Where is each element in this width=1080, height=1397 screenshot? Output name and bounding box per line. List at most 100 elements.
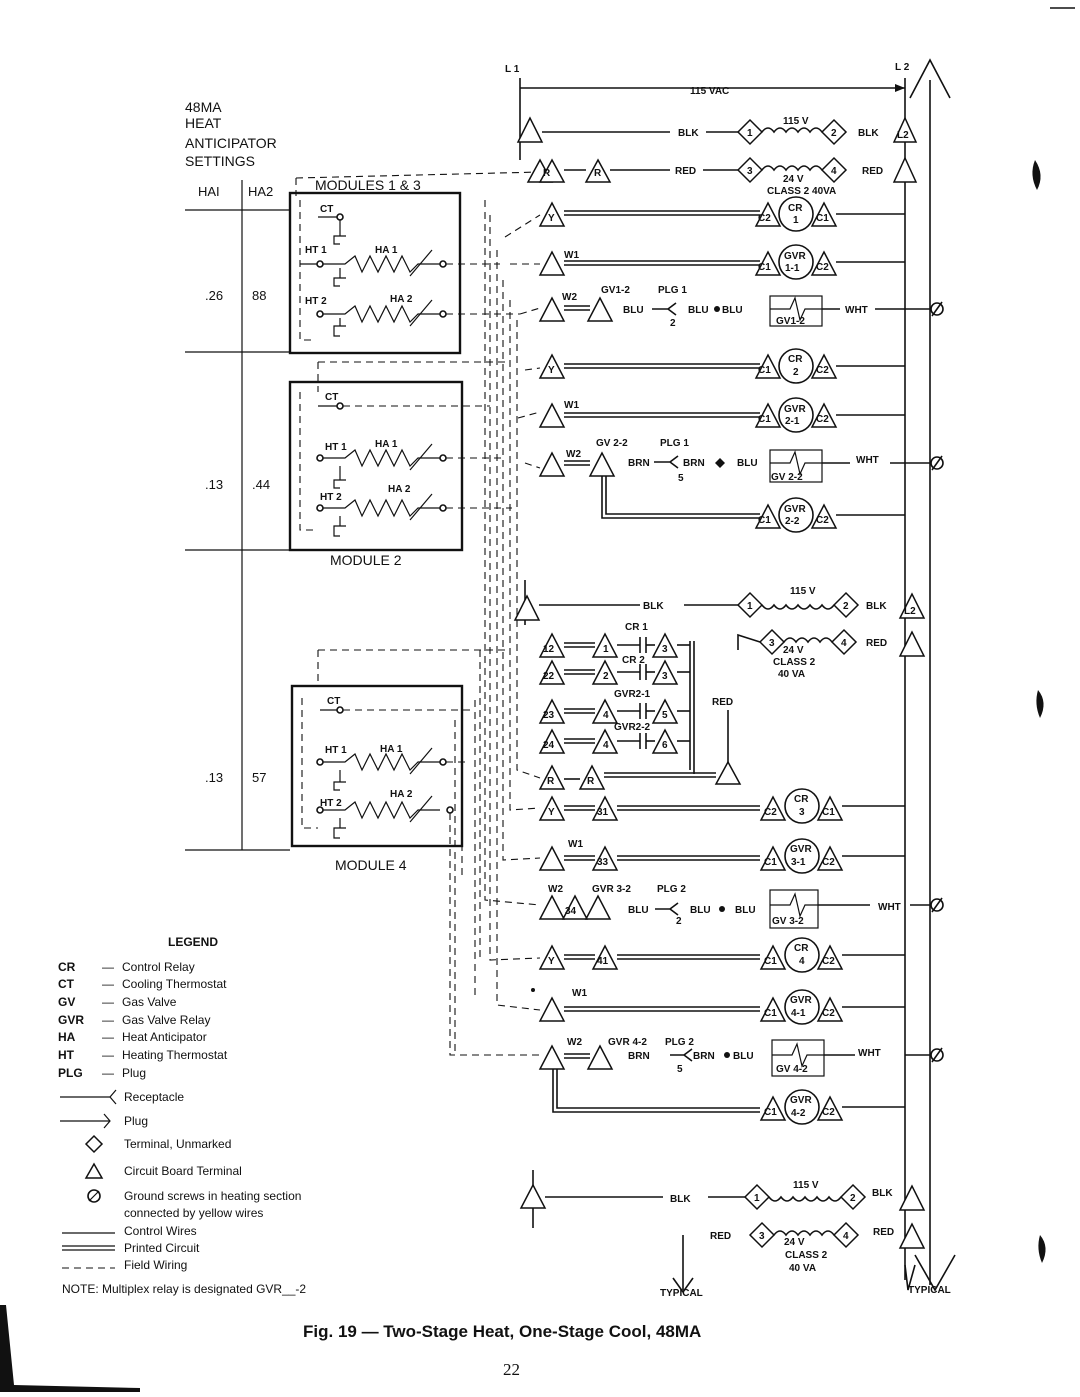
c2-terminal-5: C2 [816, 515, 829, 526]
legend-control-wires: Control Wires [124, 1224, 197, 1238]
t23-label: 23 [543, 710, 555, 721]
t33-label: 33 [597, 857, 609, 868]
ct-label-1: CT [320, 204, 333, 215]
brn-label-4: BRN [693, 1051, 715, 1062]
ha2-label-2: HA 2 [388, 484, 411, 495]
circuit-board-4: 12 1 CR 1 3 22 2 CR 2 3 23 4 GVR2-1 [538, 622, 716, 790]
blk-label-4: BLK [866, 601, 887, 612]
w2-label-3: W2 [548, 884, 563, 895]
t6-label-board: 6 [662, 740, 668, 751]
gv22-valve [769, 449, 823, 483]
module-1-3: MODULES 1 & 3 CT HT 1 HA 1 HT 2 HA 2 [288, 171, 541, 355]
t2-label-board: 2 [603, 671, 609, 682]
legend-field-wiring: Field Wiring [124, 1258, 187, 1272]
blu-label-1: BLU [623, 305, 644, 316]
blk-label-6: BLK [872, 1188, 893, 1199]
115v-label-2: 115 V [790, 586, 816, 597]
t3-label-3: 3 [759, 1231, 765, 1242]
legend-abbr-ct: CT [58, 977, 75, 991]
class-label-1: CLASS 2 40VA [767, 186, 836, 197]
ha-title-1: 48MA [185, 99, 222, 115]
gvr42-label: GVR 4-2 [608, 1037, 647, 1048]
blu-label-6: BLU [690, 905, 711, 916]
module-4: MODULE 4 CT HT 1 HA 1 HT 2 HA 2 [290, 649, 540, 1056]
gvr11-label-b: 1-1 [785, 263, 800, 274]
line-header: L 1 L 2 115 VAC [505, 58, 956, 1292]
c2-terminal-1: C2 [758, 213, 771, 224]
t3-label-2: 3 [769, 638, 775, 649]
c2-terminal-8: C2 [822, 956, 835, 967]
t4-label-2: 4 [841, 638, 847, 649]
row-gv42: W2 GVR 4-2 PLG 2 BRN 5 BRN BLU GV 4-2 WH… [538, 1037, 944, 1125]
blk-label-3: BLK [643, 601, 664, 612]
c1-terminal-7: C1 [764, 857, 777, 868]
ha-title-4: SETTINGS [185, 153, 255, 169]
t12-label: 12 [543, 644, 555, 655]
svg-text:—: — [102, 977, 114, 991]
ha-title-2: HEAT [185, 115, 222, 131]
wht-label-3: WHT [878, 902, 901, 913]
va-label-2: 40 VA [778, 669, 805, 680]
legend-abbr-ha: HA [58, 1030, 76, 1044]
c1-terminal-9: C1 [764, 1008, 777, 1019]
plg2-label-2: PLG 2 [665, 1037, 694, 1048]
t5-label-board: 5 [662, 710, 668, 721]
svg-text:—: — [102, 960, 114, 974]
legend-abbr-gv: GV [58, 995, 75, 1009]
c2-terminal-3: C2 [816, 365, 829, 376]
c1-terminal-10: C1 [764, 1107, 777, 1118]
c2-terminal-9: C2 [822, 1008, 835, 1019]
115v-label-3: 115 V [793, 1180, 819, 1191]
ha-row2-ha2: .44 [252, 477, 270, 492]
blk-label-5: BLK [670, 1194, 691, 1205]
blu-label-7: BLU [735, 905, 756, 916]
gvr22-label-a: GVR [784, 504, 806, 515]
row-gv12: W2 GV1-2 PLG 1 BLU 2 BLU BLU GV1-2 WHT [538, 285, 944, 329]
legend-desc-gv: Gas Valve [122, 995, 177, 1009]
terminal-unmarked-icon [84, 1134, 104, 1154]
115v-label-1: 115 V [783, 116, 809, 127]
svg-text:—: — [102, 1030, 114, 1044]
red-label-5: RED [710, 1231, 731, 1242]
cr1-relay [778, 196, 814, 232]
t1-label-2: 1 [747, 601, 753, 612]
brn-label-2: BRN [683, 458, 705, 469]
ha1-label-1: HA 1 [375, 245, 398, 256]
24v-label-1: 24 V [783, 174, 804, 185]
l2-terminal-1: L2 [897, 130, 909, 141]
cr1-label-a: CR [788, 203, 803, 214]
red-label-2: RED [862, 166, 883, 177]
blu-label-8: BLU [733, 1051, 754, 1062]
ht1-label-2: HT 1 [325, 442, 347, 453]
plg1-pin-2: 5 [678, 473, 684, 484]
r-terminal-2: R [594, 168, 602, 179]
ht2-label-2: HT 2 [320, 492, 342, 503]
blu-label-2: BLU [688, 305, 709, 316]
t2-label-3: 2 [850, 1193, 856, 1204]
gv42-valve [771, 1039, 825, 1077]
w2-label-2: W2 [566, 449, 581, 460]
t3-label-1: 3 [747, 166, 753, 177]
gv12-label: GV1-2 [601, 285, 630, 296]
blu-label-5: BLU [628, 905, 649, 916]
plg1-label-1: PLG 1 [658, 285, 687, 296]
typical-label-2: TYPICAL [908, 1285, 951, 1296]
24v-label-2: 24 V [783, 645, 804, 656]
va-label-3: 40 VA [789, 1263, 816, 1274]
t1-label-board: 1 [603, 644, 609, 655]
legend-desc-ct: Cooling Thermostat [122, 977, 227, 991]
c1-terminal-8: C1 [764, 956, 777, 967]
legend-desc-ht: Heating Thermostat [122, 1048, 228, 1062]
ct-label-4: CT [327, 696, 340, 707]
ha1-label-4: HA 1 [380, 744, 403, 755]
y-terminal-1: Y [548, 213, 555, 224]
ha-row3-ha2: 57 [252, 770, 266, 785]
cr1-label-b: 1 [793, 215, 799, 226]
gvr41-relay [784, 989, 820, 1025]
legend-abbr-plg: PLG [58, 1066, 83, 1080]
gv32-valve [769, 889, 819, 929]
legend-terminal-unmarked: Terminal, Unmarked [124, 1137, 231, 1151]
wht-label-4: WHT [858, 1048, 881, 1059]
ha-header-ha2: HA2 [248, 184, 273, 199]
cr2-relay [778, 348, 814, 384]
